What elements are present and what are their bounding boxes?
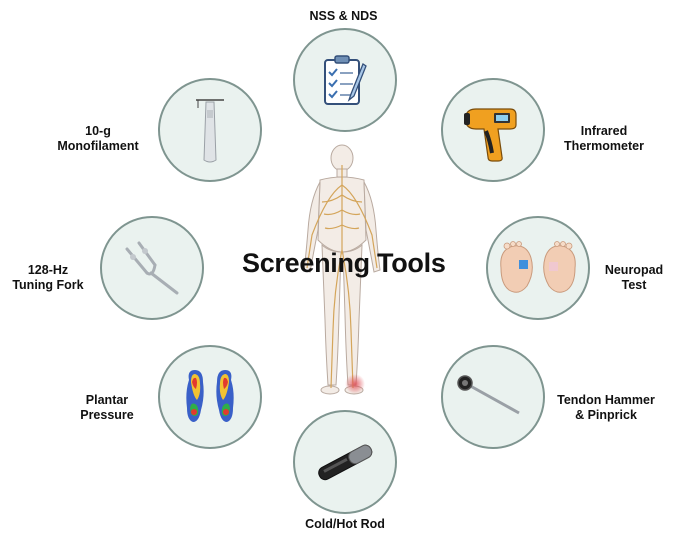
label-infrared-thermometer: Infrared Thermometer: [564, 124, 644, 153]
circle-tuning-fork: [100, 216, 204, 320]
infrared-thermometer-icon: [464, 108, 517, 162]
label-nss-nds: NSS & NDS: [309, 9, 378, 23]
tendon-hammer-icon: [457, 375, 520, 415]
tuning-fork-icon: [125, 241, 179, 295]
label-monofilament: 10-g Monofilament: [57, 124, 139, 153]
label-tendon-hammer: Tendon Hammer & Pinprick: [557, 393, 655, 422]
circle-monofilament: [158, 78, 262, 182]
circle-infrared-thermometer: [441, 78, 545, 182]
cold-hot-rod-icon: [318, 444, 373, 481]
circle-nss-nds: [293, 28, 397, 132]
circle-plantar-pressure: [158, 345, 262, 449]
monofilament-icon: [196, 99, 224, 163]
label-cold-hot-rod: Cold/Hot Rod: [305, 517, 385, 531]
label-plantar-pressure: Plantar Pressure: [80, 393, 134, 422]
circle-neuropad: [486, 216, 590, 320]
circle-tendon-hammer: [441, 345, 545, 449]
neuropad-feet-icon: [500, 241, 576, 293]
diagram-title: Screening Tools: [242, 248, 446, 278]
human-body-nervous-system-illustration: [303, 144, 381, 395]
label-neuropad: Neuropad Test: [604, 263, 664, 292]
circle-cold-hot-rod: [293, 410, 397, 514]
clipboard-checklist-icon: [324, 55, 367, 105]
label-tuning-fork: 128-Hz Tuning Fork: [12, 263, 84, 292]
plantar-pressure-icon: [186, 370, 234, 422]
